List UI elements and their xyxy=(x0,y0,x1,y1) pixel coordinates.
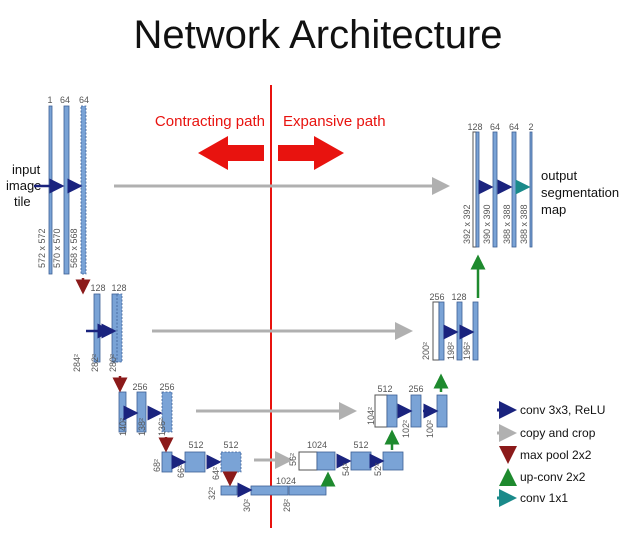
feature-size-label: 198² xyxy=(446,342,456,360)
legend-item: conv 3x3, ReLU xyxy=(497,401,605,419)
feature-size-label: 284² xyxy=(72,354,82,372)
feature-size-label: 390 x 390 xyxy=(482,204,492,244)
output-label-line: output xyxy=(541,168,578,183)
channel-count-label: 128 xyxy=(90,283,105,293)
channel-count-label: 512 xyxy=(377,384,392,394)
feature-map-l5-conv2 xyxy=(288,485,327,496)
feature-size-label: 30² xyxy=(242,499,252,512)
output-label-line: segmentation xyxy=(541,185,619,200)
feature-map-l1-enc-conv2 xyxy=(80,105,87,275)
feature-size-label: 136² xyxy=(157,418,167,436)
feature-map-l1-dec-conv2 xyxy=(511,131,517,248)
feature-map-l2-enc-conv2 xyxy=(116,293,123,363)
feature-map-l3-dec-conv1 xyxy=(410,394,422,428)
feature-size-label: 196² xyxy=(462,342,472,360)
input-label-line: image xyxy=(6,178,41,193)
feature-size-label: 570 x 570 xyxy=(52,228,62,268)
feature-size-label: 140² xyxy=(118,418,128,436)
channel-count-label: 128 xyxy=(111,283,126,293)
contracting-path-label: Contracting path xyxy=(155,113,265,130)
channel-count-label: 1024 xyxy=(276,476,296,486)
input-label-line: input xyxy=(12,162,41,177)
expansive-path-label: Expansive path xyxy=(283,113,386,130)
legend-label: conv 1x1 xyxy=(520,491,568,505)
legend-item: copy and crop xyxy=(497,424,596,442)
feature-size-label: 138² xyxy=(137,418,147,436)
feature-map-l1-output xyxy=(529,131,533,248)
legend-label: up-conv 2x2 xyxy=(520,470,586,484)
feature-map-l1-dec-up xyxy=(475,131,480,248)
feature-size-label: 572 x 572 xyxy=(37,228,47,268)
output-label-line: map xyxy=(541,202,566,217)
channel-count-label: 512 xyxy=(188,440,203,450)
channel-count-label: 2 xyxy=(528,122,533,132)
channel-count-label: 64 xyxy=(60,95,70,105)
legend-item: up-conv 2x2 xyxy=(499,468,586,486)
channel-count-label: 512 xyxy=(353,440,368,450)
feature-size-label: 102² xyxy=(401,420,411,438)
channel-count-label: 64 xyxy=(490,122,500,132)
legend-label: copy and crop xyxy=(520,426,596,440)
feature-map-l4-enc-pool xyxy=(161,451,173,473)
contracting-arrow-icon xyxy=(198,136,264,170)
legend-label: max pool 2x2 xyxy=(520,448,592,462)
channel-count-label: 128 xyxy=(467,122,482,132)
feature-size-label: 104² xyxy=(366,407,376,425)
feature-size-label: 56² xyxy=(288,453,298,466)
feature-size-label: 392 x 392 xyxy=(462,204,472,244)
feature-map-l2-enc-pool xyxy=(93,293,101,363)
channel-count-label: 64 xyxy=(509,122,519,132)
feature-map-l3-dec-up xyxy=(386,394,398,428)
feature-size-label: 32² xyxy=(207,487,217,500)
feature-size-label: 54² xyxy=(341,463,351,476)
feature-map-l3-enc-conv2 xyxy=(161,391,173,433)
input-label: input image tile xyxy=(6,162,41,209)
channel-count-label: 1024 xyxy=(307,440,327,450)
channel-count-label: 256 xyxy=(132,382,147,392)
feature-size-label: 68² xyxy=(152,459,162,472)
channel-count-label: 512 xyxy=(223,440,238,450)
channel-count-label: 256 xyxy=(159,382,174,392)
feature-map-l4-dec-copy xyxy=(298,451,318,471)
channel-count-label: 256 xyxy=(408,384,423,394)
feature-map-l3-dec-conv2 xyxy=(436,394,448,428)
feature-size-label: 388 x 388 xyxy=(502,204,512,244)
legend-label: conv 3x3, ReLU xyxy=(520,403,605,417)
feature-map-l4-dec-up xyxy=(316,451,336,471)
expansive-arrow-icon xyxy=(278,136,344,170)
feature-map-l4-enc-conv1 xyxy=(184,451,206,473)
feature-size-label: 100² xyxy=(425,420,435,438)
feature-size-label: 200² xyxy=(421,342,431,360)
feature-map-l4-enc-conv2 xyxy=(220,451,242,473)
channel-count-label: 128 xyxy=(451,292,466,302)
channel-count-label: 256 xyxy=(429,292,444,302)
page-title: Network Architecture xyxy=(133,13,502,57)
channel-count-label: 1 xyxy=(47,95,52,105)
feature-map-l2-dec-copy xyxy=(432,301,440,361)
feature-map-l1-dec-copy xyxy=(472,131,477,248)
input-label-line: tile xyxy=(14,194,31,209)
feature-map-l5-pool xyxy=(220,485,238,496)
feature-size-label: 66² xyxy=(176,465,186,478)
legend-item: max pool 2x2 xyxy=(499,446,592,464)
feature-map-l2-dec-conv2 xyxy=(472,301,479,361)
channel-count-label: 64 xyxy=(79,95,89,105)
feature-map-l5-conv1 xyxy=(250,485,289,496)
feature-map-l1-dec-conv1 xyxy=(492,131,498,248)
feature-map-l2-dec-up xyxy=(438,301,445,361)
feature-size-label: 282² xyxy=(90,354,100,372)
legend-item: conv 1x1 xyxy=(497,489,568,507)
feature-map-l4-dec-conv1 xyxy=(350,451,372,471)
feature-size-label: 280² xyxy=(108,354,118,372)
feature-map-l4-dec-conv2 xyxy=(382,451,404,471)
feature-size-label: 388 x 388 xyxy=(519,204,529,244)
output-label: output segmentation map xyxy=(541,168,619,217)
feature-size-label: 52² xyxy=(373,463,383,476)
feature-size-label: 568 x 568 xyxy=(69,228,79,268)
feature-size-label: 28² xyxy=(282,499,292,512)
feature-map-l3-dec-copy xyxy=(374,394,388,428)
feature-size-label: 64² xyxy=(211,467,221,480)
